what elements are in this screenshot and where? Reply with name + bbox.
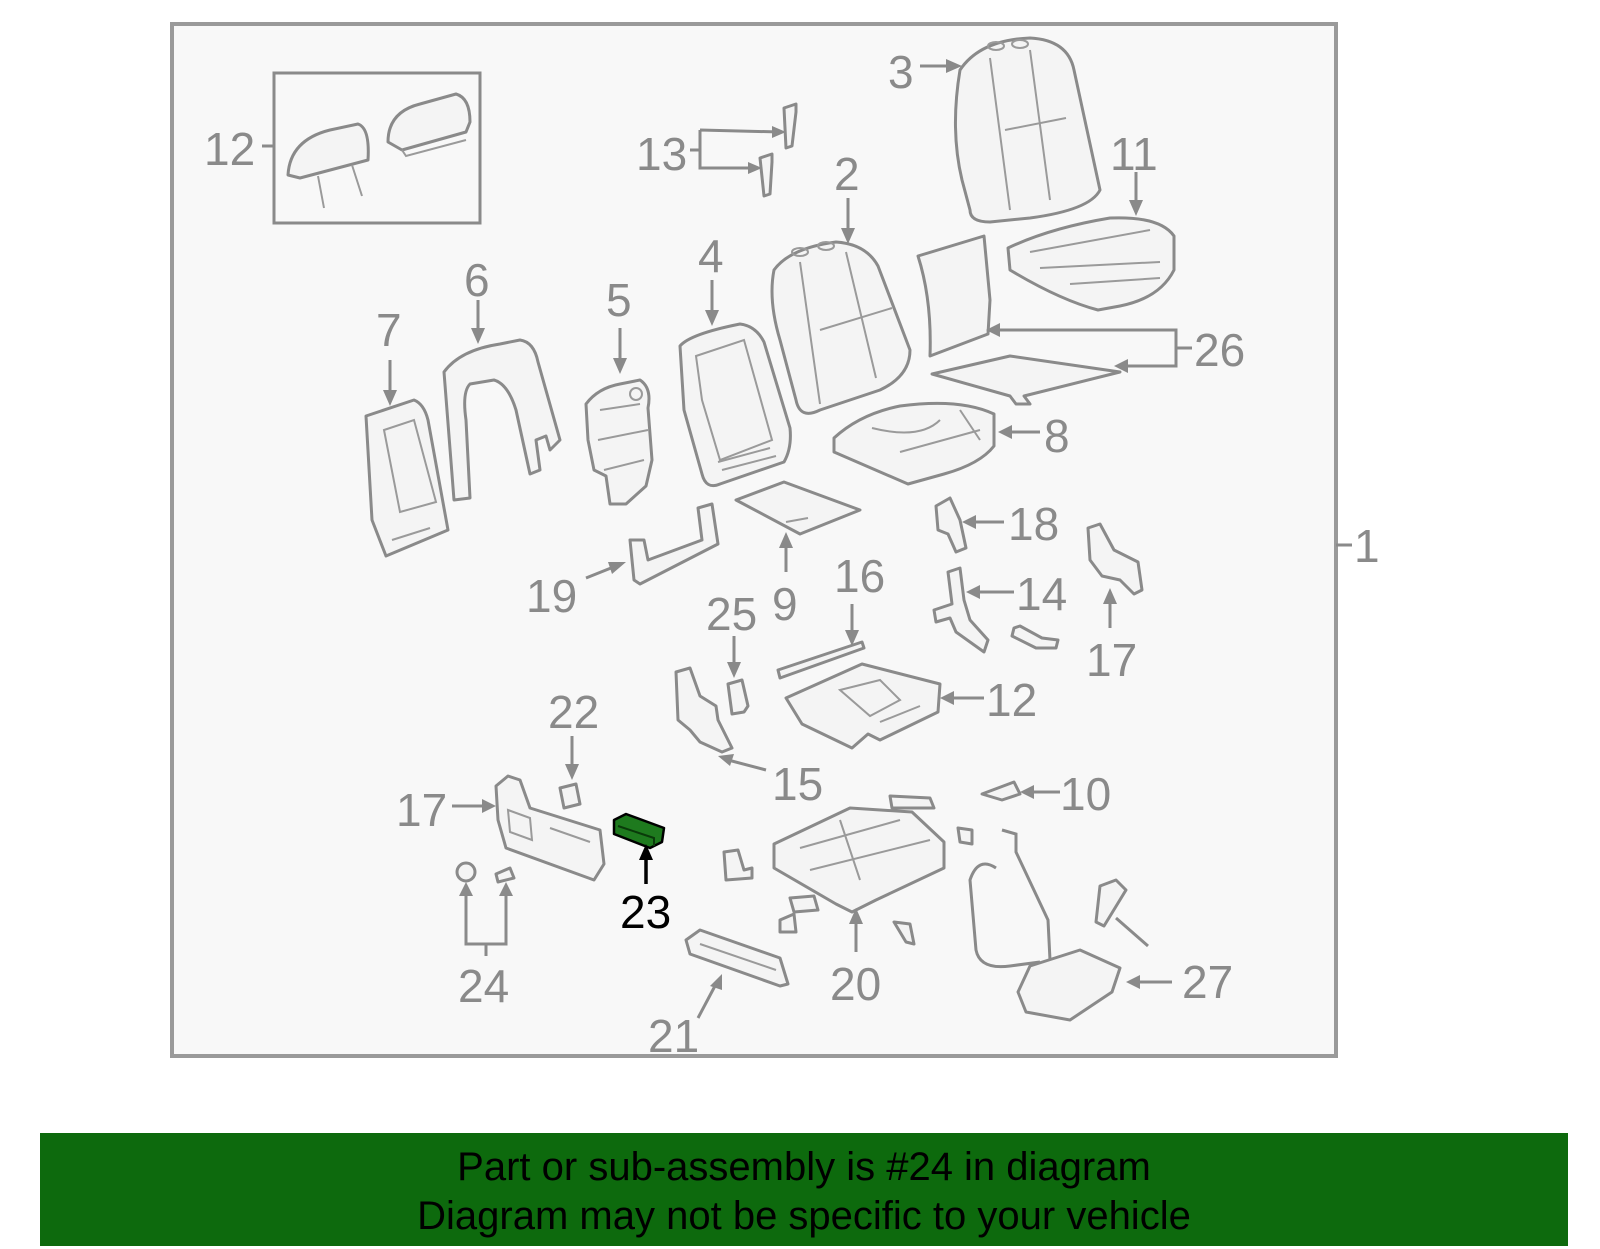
callout-1: 1 bbox=[1354, 520, 1380, 572]
callout-3: 3 bbox=[888, 46, 914, 98]
part-pad-9 bbox=[734, 480, 862, 536]
banner-line-1: Part or sub-assembly is #24 in diagram bbox=[457, 1145, 1151, 1189]
callout-28: 27 bbox=[1182, 956, 1233, 1008]
part-clip-19 bbox=[934, 496, 968, 554]
callout-24-highlighted: 23 bbox=[620, 886, 671, 938]
part-rod-16 bbox=[776, 640, 866, 680]
part-24-highlighted[interactable] bbox=[612, 812, 666, 850]
callout-26: 25 bbox=[706, 588, 757, 640]
callout-15-lower: 15 bbox=[772, 758, 823, 810]
callout-2: 2 bbox=[834, 148, 860, 200]
callout-21: 20 bbox=[830, 958, 881, 1010]
part-clip-26 bbox=[726, 678, 750, 716]
part-bracket-15-lower bbox=[674, 666, 734, 754]
callout-16: 16 bbox=[834, 550, 885, 602]
assembly-frame bbox=[170, 22, 1338, 1058]
part-side-shield bbox=[494, 774, 606, 882]
callout-17: 17 bbox=[396, 784, 447, 836]
part-track-cover bbox=[684, 928, 790, 988]
part-headrest-guides bbox=[758, 102, 798, 198]
part-knobs-25 bbox=[455, 861, 516, 884]
part-23 bbox=[558, 782, 582, 810]
headrest-box bbox=[272, 71, 482, 225]
callout-19: 18 bbox=[1008, 498, 1059, 550]
part-back-trim bbox=[442, 338, 562, 502]
banner-line-2: Diagram may not be specific to your vehi… bbox=[417, 1194, 1191, 1238]
info-banner: Part or sub-assembly is #24 in diagram D… bbox=[40, 1133, 1568, 1246]
callout-12: 12 bbox=[986, 674, 1037, 726]
part-wire-harness bbox=[968, 828, 1149, 1022]
callout-6: 6 bbox=[464, 254, 490, 306]
part-clip-10 bbox=[980, 780, 1022, 802]
part-adjuster bbox=[722, 794, 974, 946]
part-cushion-pad bbox=[832, 401, 996, 486]
callout-5: 5 bbox=[606, 274, 632, 326]
part-seatback-cover bbox=[953, 36, 1102, 224]
part-heater-pads bbox=[916, 234, 1122, 406]
part-seatback-frame bbox=[678, 322, 792, 488]
callout-27: 26 bbox=[1194, 324, 1245, 376]
callout-22: 21 bbox=[648, 1010, 699, 1062]
callout-25: 24 bbox=[458, 960, 509, 1012]
callout-15-upper: 14 bbox=[1016, 568, 1067, 620]
callout-23: 22 bbox=[548, 686, 599, 738]
callout-14: 13 bbox=[636, 128, 687, 180]
callout-13: 12 bbox=[204, 123, 255, 175]
part-seatback-pad bbox=[770, 240, 912, 415]
part-cushion-frame bbox=[784, 662, 942, 750]
callout-18: 17 bbox=[1086, 634, 1137, 686]
callout-8: 8 bbox=[1044, 410, 1070, 462]
callout-10: 10 bbox=[1060, 768, 1111, 820]
callout-9: 9 bbox=[772, 578, 798, 630]
part-back-panel bbox=[364, 398, 450, 558]
part-trim-18 bbox=[1086, 522, 1144, 596]
part-bracket-20 bbox=[628, 502, 720, 586]
callout-20: 19 bbox=[526, 570, 577, 622]
part-headrest bbox=[286, 92, 472, 209]
callout-11: 11 bbox=[1110, 128, 1158, 180]
callout-4: 4 bbox=[698, 230, 724, 282]
callout-7: 7 bbox=[376, 304, 402, 356]
part-bracket-15-upper bbox=[932, 566, 1060, 654]
part-cushion-cover bbox=[1006, 216, 1176, 312]
part-recliner bbox=[584, 378, 654, 506]
